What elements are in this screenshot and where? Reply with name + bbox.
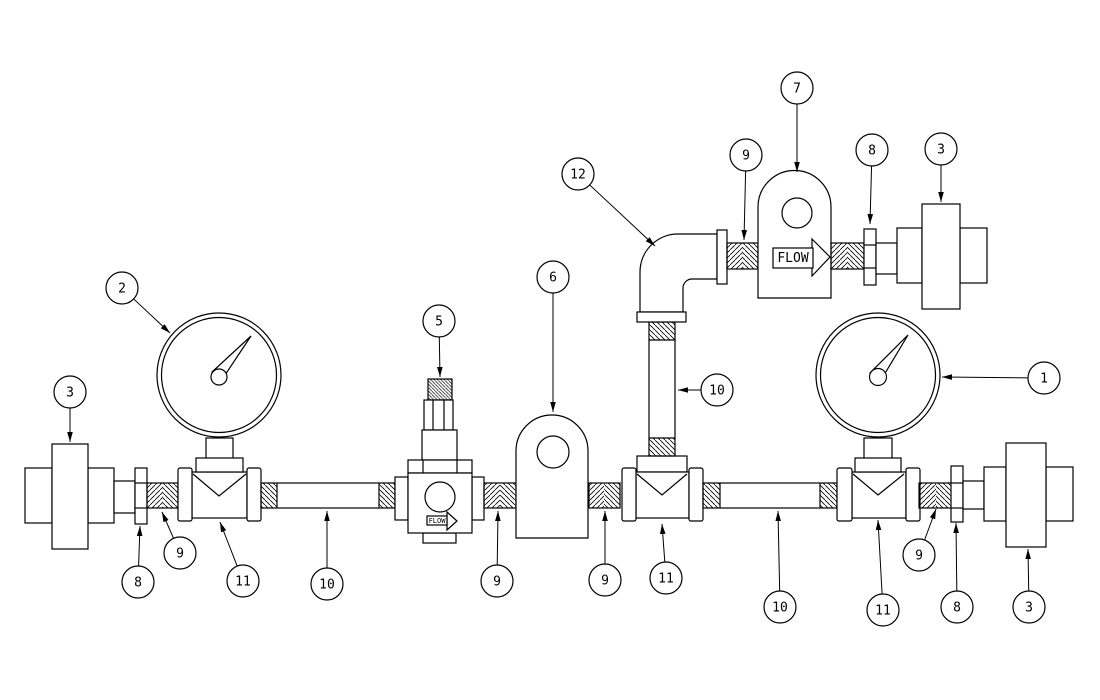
flow-label-valve: FLOW <box>429 517 447 525</box>
locknut-right <box>950 465 985 523</box>
elbow-90 <box>636 229 728 323</box>
balloon-label: 7 <box>793 82 801 97</box>
leader-line <box>161 511 175 539</box>
balloon-label: 8 <box>868 144 876 159</box>
flow-device-6 <box>515 414 589 539</box>
leader-line <box>659 523 666 563</box>
balloon-6 <box>536 260 570 294</box>
balloon-3 <box>1012 590 1046 624</box>
leader-line <box>867 165 874 225</box>
device-port-hole <box>781 197 813 229</box>
pipe-nipple-right <box>702 482 838 509</box>
balloon-9 <box>480 564 514 598</box>
balloon-9 <box>729 138 763 172</box>
balloon-label: 3 <box>66 386 74 401</box>
union-coupling-top-right <box>896 203 988 310</box>
balloon-2 <box>105 271 139 305</box>
balloon-label: 11 <box>658 572 674 587</box>
gauge-left-stem <box>195 437 244 473</box>
balloon-8 <box>940 590 974 624</box>
parts: FLOW <box>24 169 1074 550</box>
locknut-top <box>863 228 898 286</box>
balloon-label: 11 <box>235 575 251 590</box>
tee-middle <box>621 455 704 522</box>
balloon-label: 1 <box>1040 372 1048 387</box>
balloon-3 <box>53 375 87 409</box>
leader-line <box>437 336 443 378</box>
balloon-label: 9 <box>601 574 609 589</box>
balloon-10 <box>763 590 797 624</box>
close-nipple-left <box>146 482 179 509</box>
pressure-gauge-left <box>156 312 282 438</box>
leader-line <box>775 510 782 592</box>
leader-line <box>136 525 143 567</box>
balloon-label: 9 <box>176 547 184 562</box>
balloon-label: 8 <box>134 576 142 591</box>
balloon-label: 9 <box>493 575 501 590</box>
tee-middle-top-socket <box>636 455 688 473</box>
leader-line <box>941 374 1029 380</box>
balloon-label: 9 <box>742 149 750 164</box>
balloon-9 <box>902 538 936 572</box>
close-nipple-top-right <box>830 242 865 270</box>
leader-line <box>924 508 937 541</box>
pressure-gauge-right <box>815 312 941 438</box>
balloon-label: 5 <box>435 315 443 330</box>
balloon-label: 10 <box>319 578 335 593</box>
close-nipple-right <box>918 482 953 509</box>
balloon-12 <box>561 157 595 191</box>
leader-line <box>953 522 959 592</box>
balloon-label: 8 <box>953 601 961 616</box>
balloon-label: 3 <box>1025 601 1033 616</box>
close-nipple-top <box>726 242 759 270</box>
gauge-hub <box>868 367 888 387</box>
flow-label-device: FLOW <box>777 251 808 266</box>
balloon-10 <box>700 373 734 407</box>
balloon-9 <box>588 563 622 597</box>
vertical-pipe-nipple <box>648 321 676 457</box>
balloon-label: 6 <box>549 271 557 286</box>
close-nipple-mid-left <box>483 482 517 509</box>
leader-line <box>219 521 238 567</box>
balloon-label: 10 <box>709 384 725 399</box>
balloon-label: 9 <box>915 549 923 564</box>
gauge-right-stem <box>854 437 902 473</box>
leader-line <box>875 519 883 595</box>
leader-line <box>495 510 501 566</box>
leader-line <box>741 170 748 241</box>
tee-left <box>177 467 262 522</box>
balloon-label: 10 <box>772 601 788 616</box>
flow-device-7: FLOW <box>757 169 832 299</box>
balloon-10 <box>310 567 344 601</box>
control-valve: FLOW <box>394 378 485 544</box>
locknut-left <box>134 467 148 525</box>
close-nipple-mid-right <box>588 482 621 509</box>
balloon-5 <box>422 304 456 338</box>
balloon-label: 11 <box>875 604 891 619</box>
balloon-8 <box>121 565 155 599</box>
device-port-hole <box>536 435 570 469</box>
balloon-1 <box>1027 361 1061 395</box>
balloon-7 <box>780 71 814 105</box>
balloon-11 <box>649 561 683 595</box>
balloon-11 <box>226 564 260 598</box>
tee-right <box>836 467 921 522</box>
leader-line <box>1025 548 1031 592</box>
balloon-label: 2 <box>118 282 126 297</box>
balloon-9 <box>163 536 197 570</box>
union-coupling-left <box>24 443 136 550</box>
gauge-hub <box>210 368 228 386</box>
balloon-11 <box>866 593 900 627</box>
balloon-label: 12 <box>570 168 586 183</box>
balloon-label: 3 <box>937 143 945 158</box>
union-coupling-bottom-right <box>983 442 1074 548</box>
leader-line <box>589 184 656 247</box>
leader-line <box>133 298 171 334</box>
balloon-3 <box>924 132 958 166</box>
pipe-nipple-left <box>260 482 396 509</box>
balloon-8 <box>855 133 889 167</box>
